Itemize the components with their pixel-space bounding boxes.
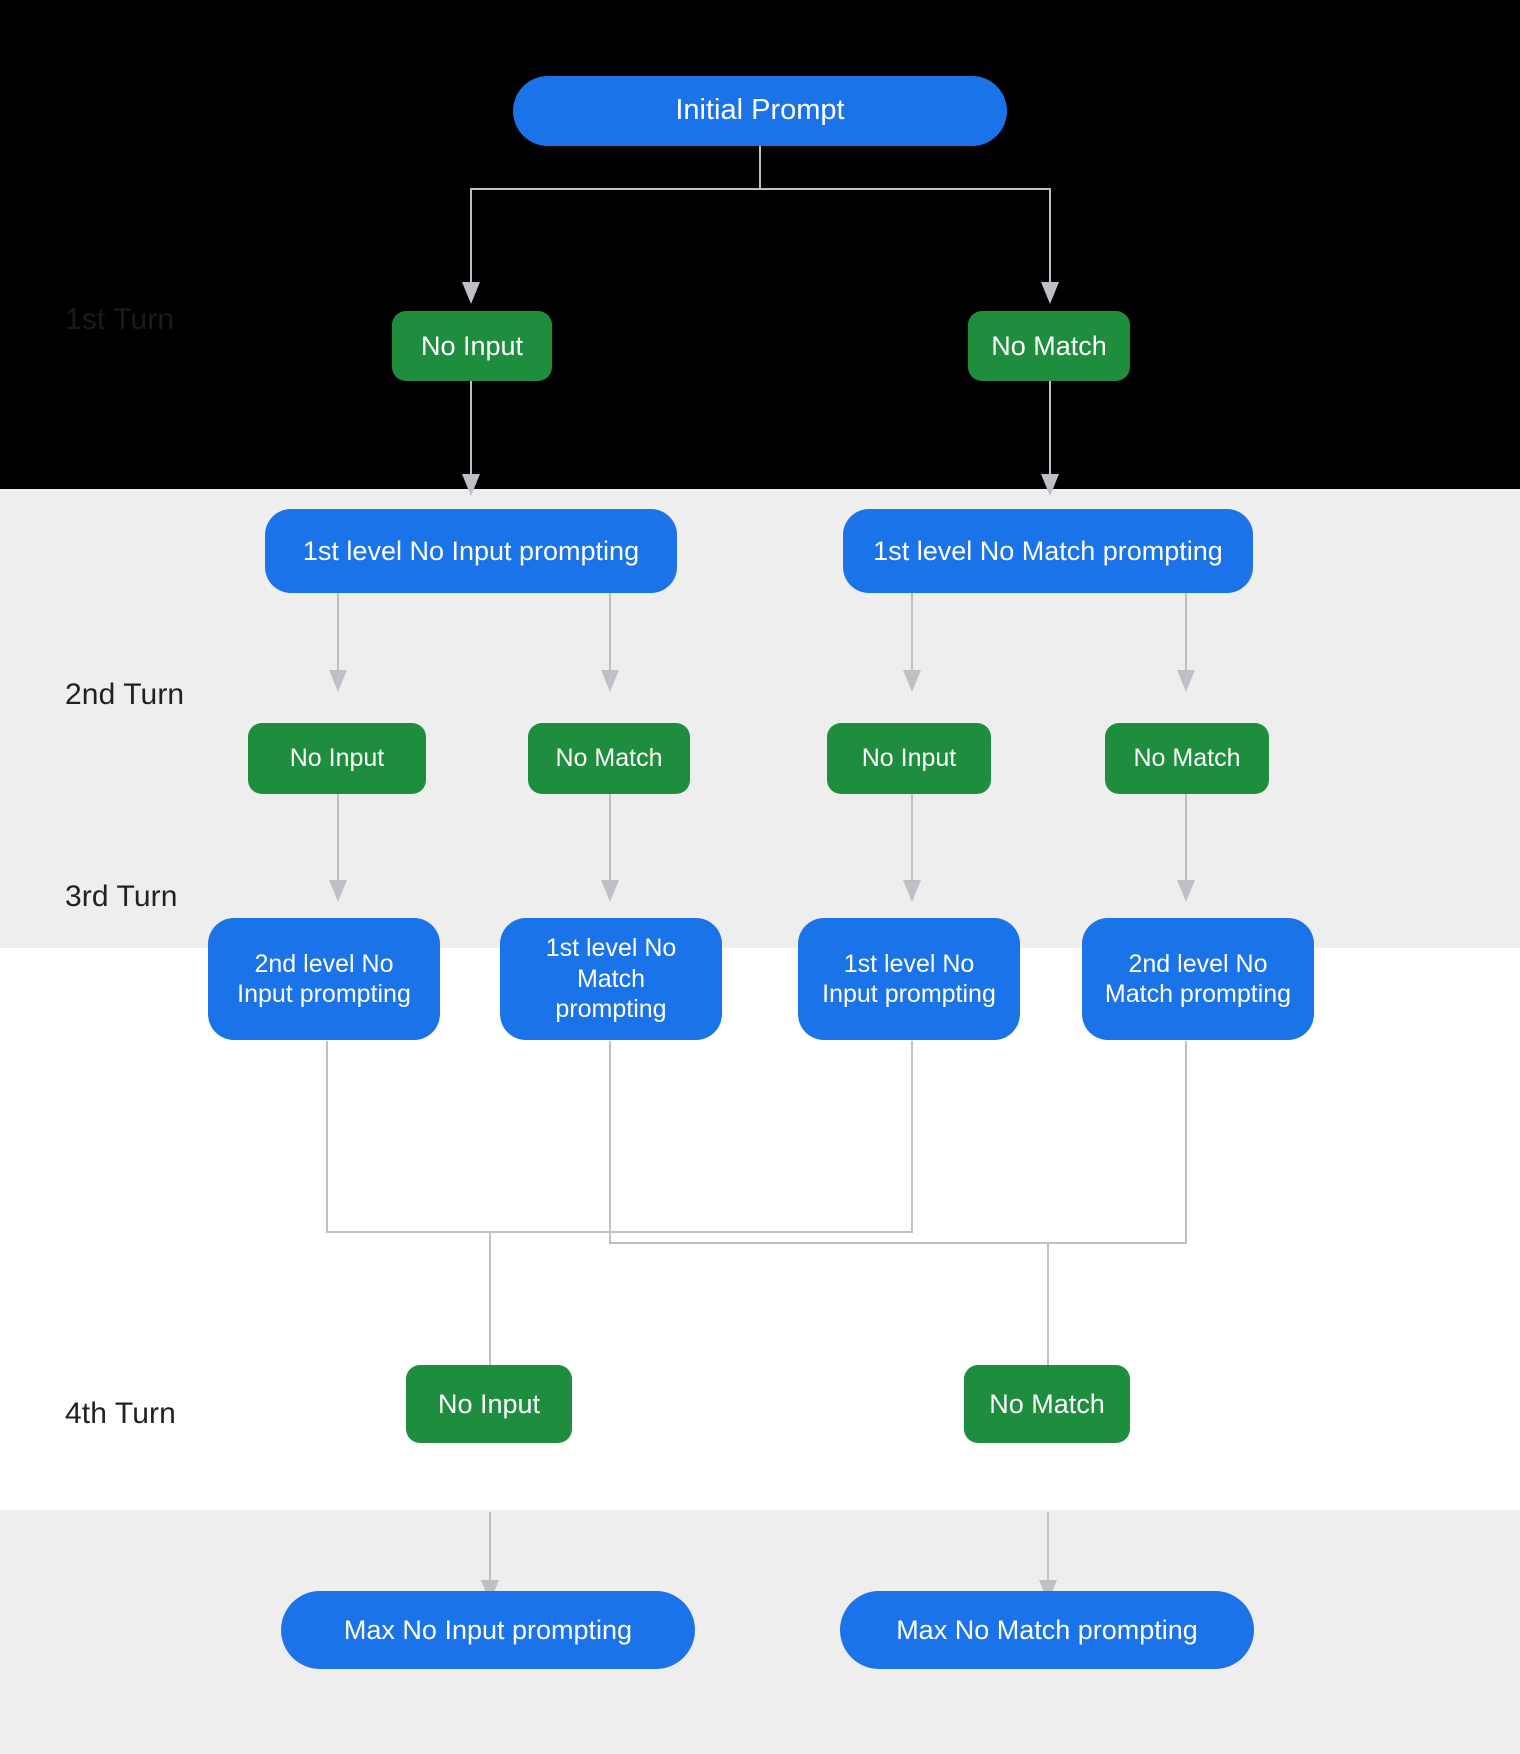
turn-label-3rd: 3rd Turn: [65, 880, 178, 913]
connector-t2ni-a-to-p: [337, 793, 339, 882]
connector-t1nomatch-to-prompt: [1049, 380, 1051, 476]
arrowhead-t1nomatch-to-prompt: [1041, 474, 1059, 496]
turn-band-3: [0, 948, 1520, 1510]
node-turn1-no-match[interactable]: No Match: [968, 311, 1130, 381]
connector-merge-to-noinput: [489, 1231, 491, 1391]
turn-band-2: [0, 489, 1520, 948]
connector-t1noinput-to-prompt: [470, 380, 472, 476]
arrowhead-t2ni-b-to-p: [903, 880, 921, 902]
connector-p1-to-noinput: [337, 592, 339, 672]
node-turn3-prompt-4[interactable]: 2nd level No Match prompting: [1082, 918, 1314, 1040]
connector-p2-to-noinput: [911, 592, 913, 672]
turn-label-1st: 1st Turn: [65, 303, 175, 336]
connector-t2nm-a-to-p: [609, 793, 611, 882]
node-turn2-no-input-b[interactable]: No Input: [827, 723, 991, 794]
node-turn2-prompt-no-match[interactable]: 1st level No Match prompting: [843, 509, 1253, 593]
node-turn3-no-input[interactable]: No Input: [406, 1365, 572, 1443]
connector-p3c-drop: [911, 1041, 913, 1233]
connector-p3a-drop: [326, 1041, 328, 1233]
connector-root-to-noinput: [470, 188, 472, 284]
node-turn3-prompt-1[interactable]: 2nd level No Input prompting: [208, 918, 440, 1040]
arrowhead-t2nm-b-to-p: [1177, 880, 1195, 902]
arrowhead-t1noinput-to-prompt: [462, 474, 480, 496]
arrowhead-p2-to-nomatch: [1177, 670, 1195, 692]
connector-merge-to-nomatch: [1047, 1242, 1049, 1391]
merge-bus-no-match: [609, 1242, 1187, 1244]
arrowhead-t2nm-a-to-p: [601, 880, 619, 902]
node-turn4-max-no-match[interactable]: Max No Match prompting: [840, 1591, 1254, 1669]
node-turn3-no-match[interactable]: No Match: [964, 1365, 1130, 1443]
connector-root-bus: [470, 188, 1050, 190]
turn-band-1: [0, 0, 1520, 489]
arrowhead-t2ni-a-to-p: [329, 880, 347, 902]
connector-p3d-drop: [1185, 1041, 1187, 1244]
node-turn3-prompt-3[interactable]: 1st level No Input prompting: [798, 918, 1020, 1040]
turn-label-4th: 4th Turn: [65, 1397, 176, 1430]
turn-band-4: [0, 1510, 1520, 1754]
node-turn2-no-match-b[interactable]: No Match: [1105, 723, 1269, 794]
merge-bus-no-input: [326, 1231, 913, 1233]
turn-label-2nd: 2nd Turn: [65, 678, 185, 711]
connector-p3b-drop: [609, 1041, 611, 1244]
connector-t2nm-b-to-p: [1185, 793, 1187, 882]
arrowhead-p1-to-nomatch: [601, 670, 619, 692]
arrowhead-p2-to-noinput: [903, 670, 921, 692]
arrowhead-root-to-nomatch: [1041, 282, 1059, 304]
connector-t3nomatch-to-max: [1047, 1512, 1049, 1582]
connector-root-stem: [759, 145, 761, 190]
node-turn2-no-match-a[interactable]: No Match: [528, 723, 690, 794]
connector-t2ni-b-to-p: [911, 793, 913, 882]
connector-p2-to-nomatch: [1185, 592, 1187, 672]
node-turn3-prompt-2[interactable]: 1st level No Match prompting: [500, 918, 722, 1040]
node-turn2-no-input-a[interactable]: No Input: [248, 723, 426, 794]
connector-root-to-nomatch: [1049, 188, 1051, 284]
node-turn2-prompt-no-input[interactable]: 1st level No Input prompting: [265, 509, 677, 593]
node-turn1-no-input[interactable]: No Input: [392, 311, 552, 381]
connector-t3noinput-to-max: [489, 1512, 491, 1582]
arrowhead-p1-to-noinput: [329, 670, 347, 692]
arrowhead-root-to-noinput: [462, 282, 480, 304]
connector-p1-to-nomatch: [609, 592, 611, 672]
node-initial-prompt[interactable]: Initial Prompt: [513, 76, 1007, 146]
node-turn4-max-no-input[interactable]: Max No Input prompting: [281, 1591, 695, 1669]
